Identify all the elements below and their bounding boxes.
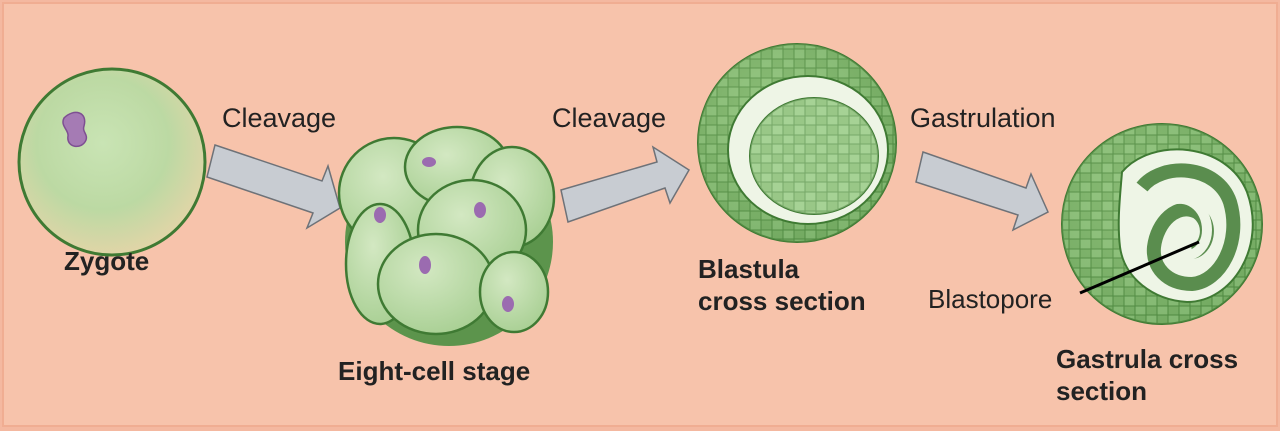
nucleus-dot: [502, 296, 514, 312]
stage-label-gastrula-line1: Gastrula cross: [1056, 344, 1239, 374]
annotation-blastopore: Blastopore: [928, 284, 1053, 314]
nucleus-dot: [422, 157, 436, 167]
stage-label-gastrula-line2: section: [1056, 376, 1148, 406]
stage-label-zygote: Zygote: [64, 246, 150, 276]
arrow-2: [560, 145, 691, 223]
nucleus-dot: [474, 202, 486, 218]
nucleus-dot: [374, 207, 386, 223]
nucleus-shape: [62, 111, 88, 148]
process-label-cleavage-1: Cleavage: [222, 103, 337, 133]
stage-label-blastula-line1: Blastula: [698, 254, 800, 284]
nucleus-dot: [419, 256, 431, 274]
process-label-gastrulation: Gastrulation: [910, 103, 1056, 133]
arrow-3: [915, 151, 1049, 232]
blastula-illustration: [697, 43, 897, 243]
process-label-cleavage-2: Cleavage: [552, 103, 667, 133]
arrow-1: [206, 144, 341, 230]
gastrula-illustration: [1061, 123, 1263, 325]
blastopore-pointer: [1079, 240, 1200, 295]
zygote-illustration: [17, 67, 207, 257]
stage-label-blastula-line2: cross section: [698, 286, 866, 316]
eight-cell-illustration: [337, 125, 556, 346]
stage-label-eight-cell: Eight-cell stage: [338, 356, 531, 386]
